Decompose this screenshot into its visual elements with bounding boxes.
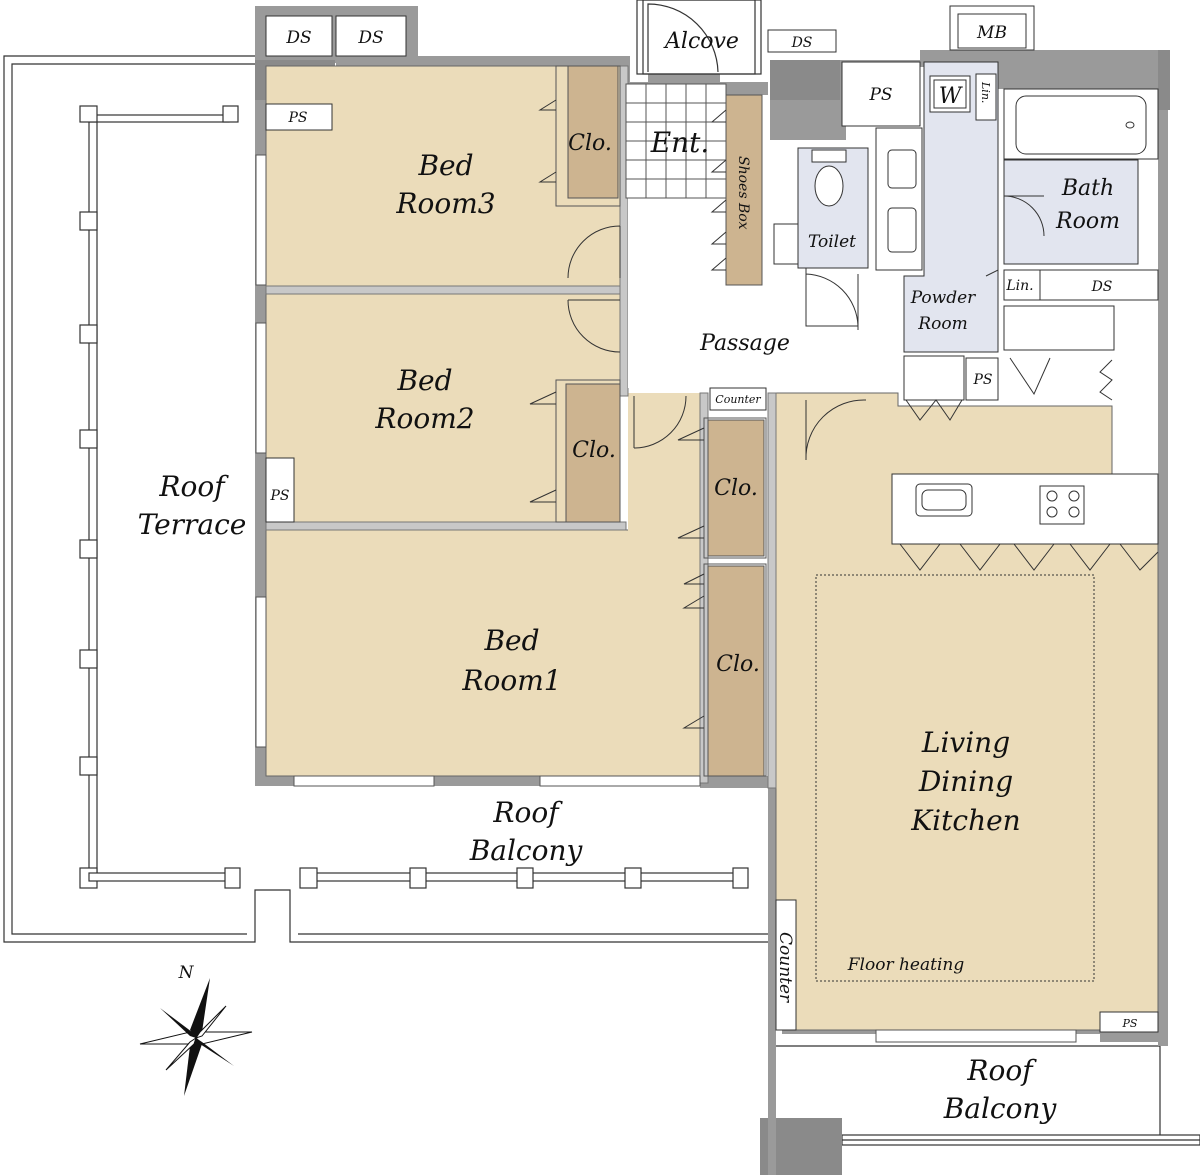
washer-label: W (939, 84, 964, 109)
bedroom3-label-2: Room3 (395, 187, 495, 220)
floor-heating-area (815, 574, 1095, 982)
alcove (636, 0, 762, 75)
entrance-label: Ent. (650, 126, 710, 159)
ps-label-2: PS (868, 85, 892, 105)
ps-label-3: PS (269, 488, 289, 504)
ps-box-bedroom (265, 457, 295, 523)
room-fills (265, 65, 1159, 1031)
entrance-tiles (625, 83, 727, 199)
closet-door-marks (529, 99, 705, 729)
closet-label-1b: Clo. (716, 652, 760, 677)
ds-label-1: DS (285, 28, 311, 48)
kitchen-island (891, 473, 1159, 545)
roof-balcony-south-label-1: Roof (966, 1054, 1037, 1087)
counter-box-ldk (775, 899, 797, 1031)
shoes-box (725, 94, 763, 286)
roof-terrace-label-2: Terrace (138, 508, 247, 541)
bedroom-windows (255, 154, 1077, 1043)
ds-label-2: DS (357, 28, 383, 48)
counter-label-passage: Counter (715, 393, 761, 406)
roof-terrace-label-1: Roof (158, 470, 229, 503)
bedroom2-label-2: Room2 (374, 402, 474, 435)
roof-balcony-mid-label-1: Roof (492, 796, 563, 829)
bedroom1-label-2: Room1 (461, 664, 561, 697)
ldk-label-2: Dining (918, 765, 1013, 798)
ps-label-5: PS (1122, 1017, 1138, 1030)
closet-label-1a: Clo. (714, 476, 758, 501)
wet-area (773, 61, 1159, 401)
powder-label-2: Room (917, 314, 967, 334)
doors (567, 195, 1045, 461)
lin-label-1: Lin. (979, 81, 992, 103)
shoes-box-door-marks (710, 109, 727, 271)
ds-label-3: DS (791, 35, 813, 51)
counter-label-ldk: Counter (775, 932, 795, 1003)
floor-heating-label: Floor heating (847, 955, 965, 975)
compass-icon (139, 978, 253, 1096)
bath-label-2: Room (1055, 209, 1120, 234)
closet-label-3: Clo. (568, 131, 612, 156)
bedroom1-label-1: Bed (483, 624, 539, 657)
ps-box-ldk (1099, 1011, 1159, 1033)
terrace-railing (79, 105, 749, 889)
bath-label-1: Bath (1061, 176, 1114, 201)
south-wall (768, 788, 776, 1175)
shoes-box-label: Shoes Box (735, 156, 751, 230)
roof-balcony-mid-label-2: Balcony (469, 834, 584, 867)
roof-terrace-area (3, 55, 768, 943)
ldk-label-3: Kitchen (910, 804, 1020, 837)
compass-north-label: N (178, 963, 195, 983)
kitchen-cabinet-marks (899, 357, 1159, 571)
bedroom2-label-1: Bed (396, 364, 452, 397)
bedroom3-label-1: Bed (417, 149, 473, 182)
counter-box-passage (709, 387, 767, 411)
roof-balcony-south-label-2: Balcony (943, 1092, 1058, 1125)
closet-frames (555, 65, 767, 777)
powder-label-1: Powder (910, 288, 976, 308)
ds-label-4: DS (1091, 279, 1113, 295)
ps-label-1: PS (287, 110, 307, 126)
ldk-label-1: Living (921, 726, 1010, 759)
ds-boxes (265, 5, 1035, 131)
labels: Bed Room3 Bed Room2 Bed Room1 Living Din… (138, 23, 1138, 1125)
lin-label-2: Lin. (1005, 278, 1033, 294)
toilet-label: Toilet (808, 232, 856, 252)
passage-label: Passage (699, 331, 790, 356)
closet-label-2: Clo. (572, 438, 616, 463)
east-wall-lower (1158, 1030, 1168, 1046)
alcove-label: Alcove (663, 29, 739, 54)
closets (565, 65, 765, 777)
mb-label: MB (976, 23, 1007, 43)
ps-label-4: PS (972, 372, 992, 388)
